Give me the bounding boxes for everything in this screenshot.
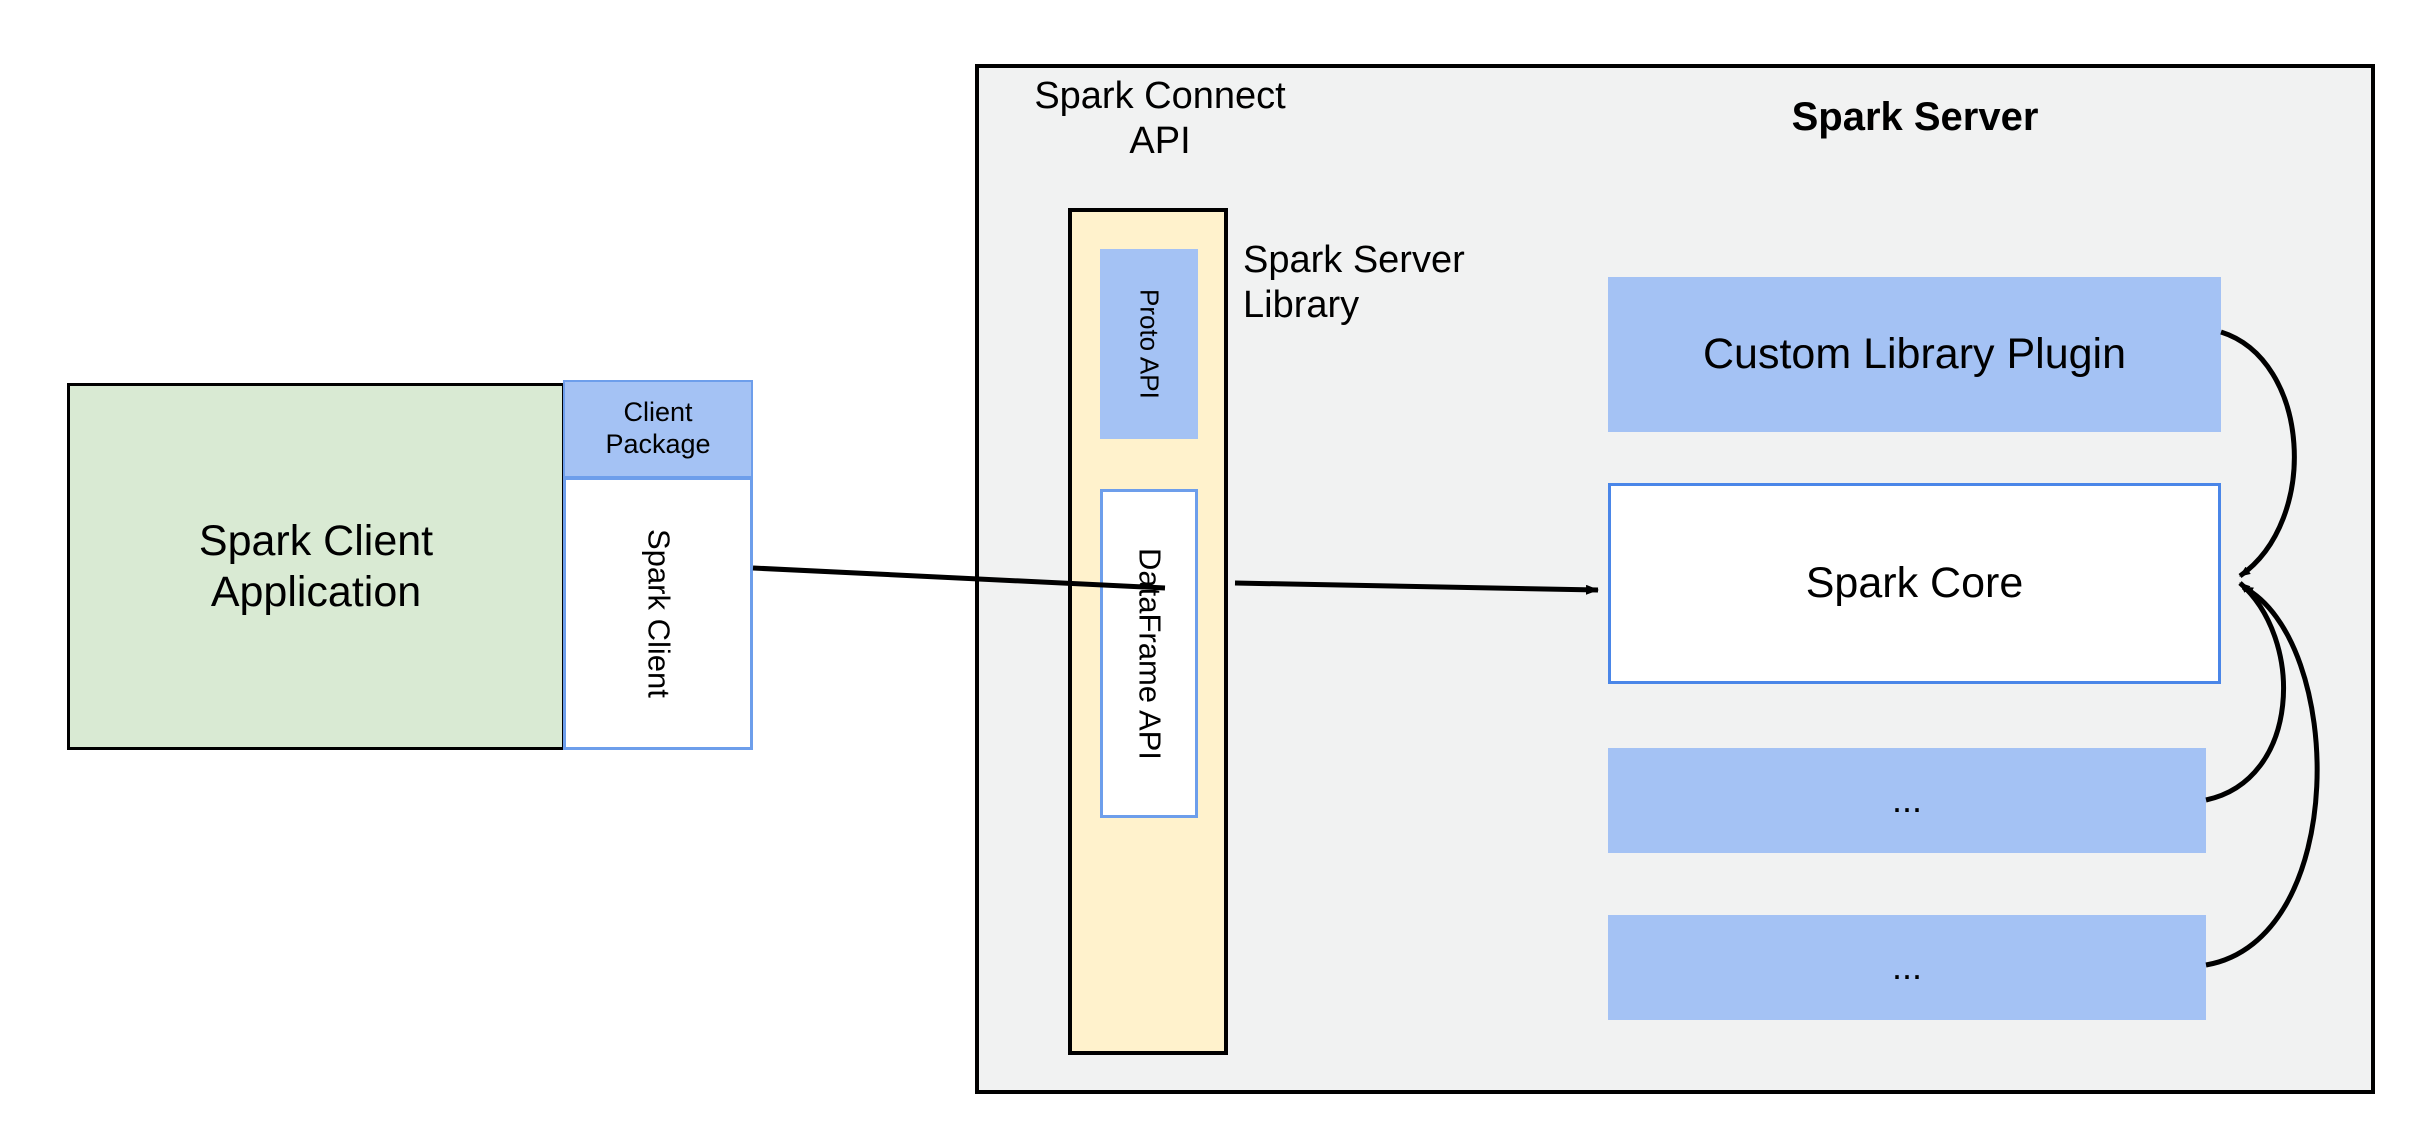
dataframe-api-box[interactable]: DataFrame API	[1100, 489, 1198, 818]
custom-library-plugin-box[interactable]: Custom Library Plugin	[1608, 277, 2221, 432]
server-component-ellipsis-1[interactable]: ...	[1608, 748, 2206, 853]
dataframe-api-label: DataFrame API	[1132, 547, 1168, 760]
spark-server-title: Spark Server	[1791, 95, 2039, 140]
ellipsis-label-2: ...	[1891, 946, 1922, 988]
spark-server-library-label: Spark Server Library	[1243, 238, 1573, 338]
client-package-label: Client Package	[605, 397, 710, 461]
server-component-ellipsis-2[interactable]: ...	[1608, 915, 2206, 1020]
spark-connect-api-label-line1: Spark Connect	[1034, 75, 1286, 117]
ellipsis-label-1: ...	[1891, 779, 1922, 821]
custom-library-plugin-label: Custom Library Plugin	[1702, 330, 2126, 379]
spark-server-library-label-line2: Library	[1243, 283, 1360, 326]
client-package-label-line1: Client	[623, 397, 693, 428]
spark-connect-api-label: Spark Connect API	[1000, 68, 1320, 168]
spark-client-label: Spark Client	[641, 529, 677, 698]
spark-connect-api-label-line2: API	[1129, 119, 1191, 162]
client-package-box[interactable]: Client Package	[563, 380, 753, 478]
spark-client-application-box[interactable]: Spark Client Application	[67, 383, 565, 750]
spark-connect-api-label-text: Spark Connect API	[1034, 74, 1285, 164]
client-package-label-line2: Package	[605, 429, 711, 459]
spark-client-application-label: Spark Client Application	[199, 516, 433, 617]
spark-client-box[interactable]: Spark Client	[563, 477, 753, 750]
spark-core-label: Spark Core	[1805, 559, 2024, 608]
proto-api-label: Proto API	[1134, 289, 1165, 399]
spark-core-box[interactable]: Spark Core	[1608, 483, 2221, 684]
spark-server-library-label-line1: Spark Server	[1243, 239, 1465, 281]
spark-client-application-label-line2: Application	[210, 567, 422, 616]
spark-client-application-label-line1: Spark Client	[198, 516, 434, 565]
proto-api-box[interactable]: Proto API	[1100, 249, 1198, 439]
